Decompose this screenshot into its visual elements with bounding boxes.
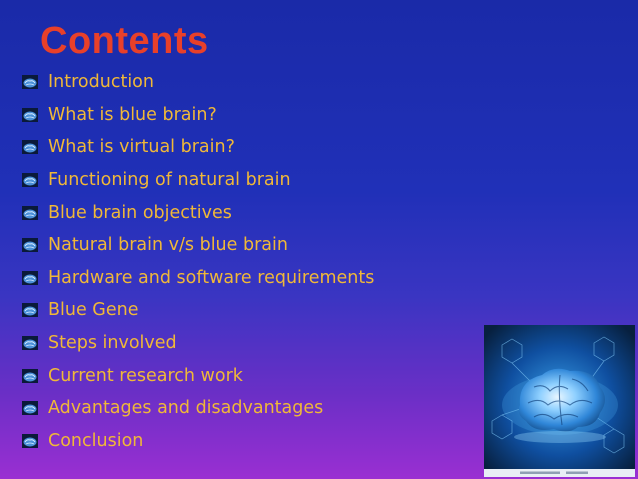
list-item-label: Hardware and software requirements [48, 267, 375, 288]
brain-bullet-icon [22, 368, 38, 383]
list-item: What is virtual brain? [22, 131, 374, 164]
brain-bullet-icon [22, 303, 38, 318]
list-item: Functioning of natural brain [22, 164, 374, 197]
list-item-label: Conclusion [48, 430, 144, 451]
list-item: Conclusion [22, 425, 374, 458]
list-item: What is blue brain? [22, 99, 374, 132]
brain-bullet-icon [22, 107, 38, 122]
list-item-label: Blue Gene [48, 300, 139, 321]
brain-bullet-icon [22, 401, 38, 416]
list-item-label: Current research work [48, 365, 243, 386]
list-item: Blue brain objectives [22, 196, 374, 229]
list-item: Hardware and software requirements [22, 262, 374, 295]
brain-bullet-icon [22, 336, 38, 351]
list-item: Introduction [22, 66, 374, 99]
list-item-label: Natural brain v/s blue brain [48, 235, 288, 256]
list-item-label: Advantages and disadvantages [48, 398, 324, 419]
list-item: Blue Gene [22, 294, 374, 327]
brain-bullet-icon [22, 433, 38, 448]
brain-bullet-icon [22, 238, 38, 253]
brain-bullet-icon [22, 173, 38, 188]
contents-list: Introduction What is blue brain? What is… [22, 66, 374, 457]
list-item-label: Introduction [48, 72, 154, 93]
list-item: Advantages and disadvantages [22, 392, 374, 425]
list-item: Current research work [22, 359, 374, 392]
list-item-label: What is virtual brain? [48, 137, 235, 158]
brain-bullet-icon [22, 75, 38, 90]
list-item-label: What is blue brain? [48, 104, 217, 125]
list-item: Steps involved [22, 327, 374, 360]
slide-title: Contents [40, 20, 209, 62]
list-item: Natural brain v/s blue brain [22, 229, 374, 262]
list-item-label: Steps involved [48, 333, 177, 354]
brain-bullet-icon [22, 205, 38, 220]
list-item-label: Blue brain objectives [48, 202, 232, 223]
brain-bullet-icon [22, 270, 38, 285]
list-item-label: Functioning of natural brain [48, 170, 291, 191]
brain-bullet-icon [22, 140, 38, 155]
brain-illustration [484, 325, 635, 477]
